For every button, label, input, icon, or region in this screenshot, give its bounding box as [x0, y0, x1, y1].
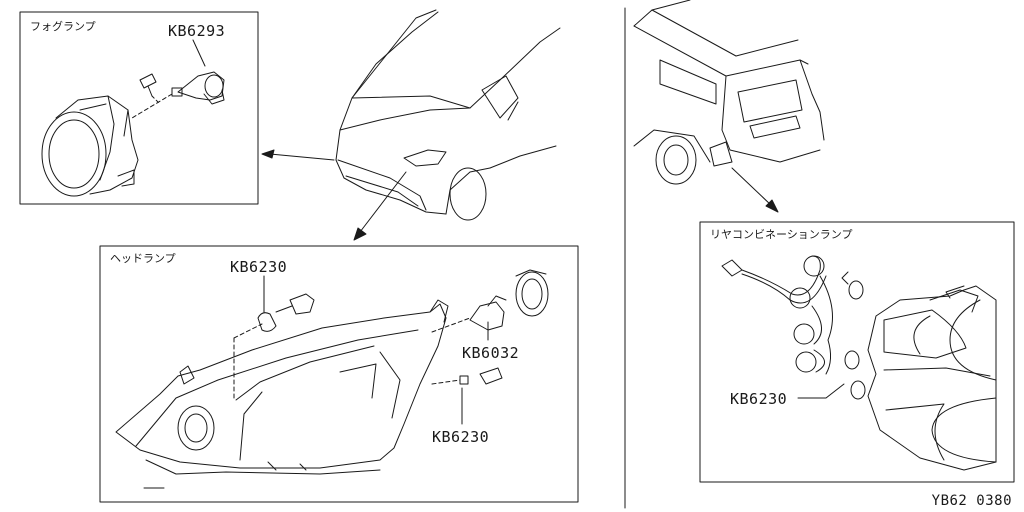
rear-wiring-harness-illustration: [721, 255, 833, 375]
pointer-arrows: [261, 149, 407, 241]
arrow-to-head-lamp: [359, 171, 407, 233]
arrowhead-fog-lamp: [261, 149, 275, 159]
assembly-line-1: [233, 323, 263, 401]
front-headlight-shape: [403, 149, 447, 167]
figure-code: YB62 0380: [932, 493, 1012, 509]
head-lamp-frame: [99, 245, 579, 503]
front-wheel-shape: [449, 167, 487, 221]
arrow-to-rear-lamp: [731, 167, 773, 207]
rear-lamp-title: リヤコンビネーションランプ: [710, 228, 852, 241]
headlamp-housing-illustration: [115, 299, 449, 489]
head-lamp-part-number-2: KB6032: [462, 344, 519, 362]
headlamp-main-bulb-illustration: [469, 269, 549, 331]
rear-lamp-housing-illustration: [867, 285, 997, 471]
front-vehicle-illustration: [335, 9, 561, 221]
rear-lamp-frame: [699, 221, 1015, 483]
rear-wheel-shape: [655, 135, 697, 185]
headlamp-side-bulb-illustration: [459, 367, 503, 385]
head-lamp-panel: ヘッドランプ KB6230 KB6032 KB6230: [99, 245, 579, 503]
head-lamp-title: ヘッドランプ: [110, 252, 176, 265]
fog-bulb-illustration: [171, 71, 225, 105]
rear-lamp-leader-line: [797, 383, 845, 399]
fog-lamp-leader-line: [192, 39, 206, 67]
fog-lamp-frame: [19, 11, 259, 205]
rear-lamp-part-number: KB6230: [730, 390, 787, 408]
fog-lamp-panel: フォグランプ KB6293: [19, 11, 259, 205]
arrow-to-fog-lamp: [269, 153, 335, 161]
arrowhead-head-lamp: [353, 227, 367, 241]
fog-dashed-line: [131, 93, 173, 119]
fog-screw-illustration: [139, 73, 161, 105]
rear-vehicle-illustration: [633, 0, 825, 213]
fog-lamp-part-number: KB6293: [168, 22, 225, 40]
head-lamp-part-number-1: KB6230: [230, 258, 287, 276]
rear-combination-lamp-panel: リヤコンビネーションランプ KB6230: [699, 221, 1015, 483]
arrowhead-rear-lamp: [765, 199, 779, 213]
assembly-line-3: [431, 379, 461, 385]
rear-lamp-shape: [709, 141, 733, 167]
head-lamp-part-number-3: KB6230: [432, 428, 489, 446]
fog-lamp-housing-illustration: [41, 95, 139, 197]
fog-lamp-title: フォグランプ: [30, 19, 96, 33]
headlamp-position-bulb-illustration: [257, 293, 315, 332]
rear-bulbs-illustration: [841, 271, 866, 400]
assembly-line-2: [431, 317, 471, 333]
